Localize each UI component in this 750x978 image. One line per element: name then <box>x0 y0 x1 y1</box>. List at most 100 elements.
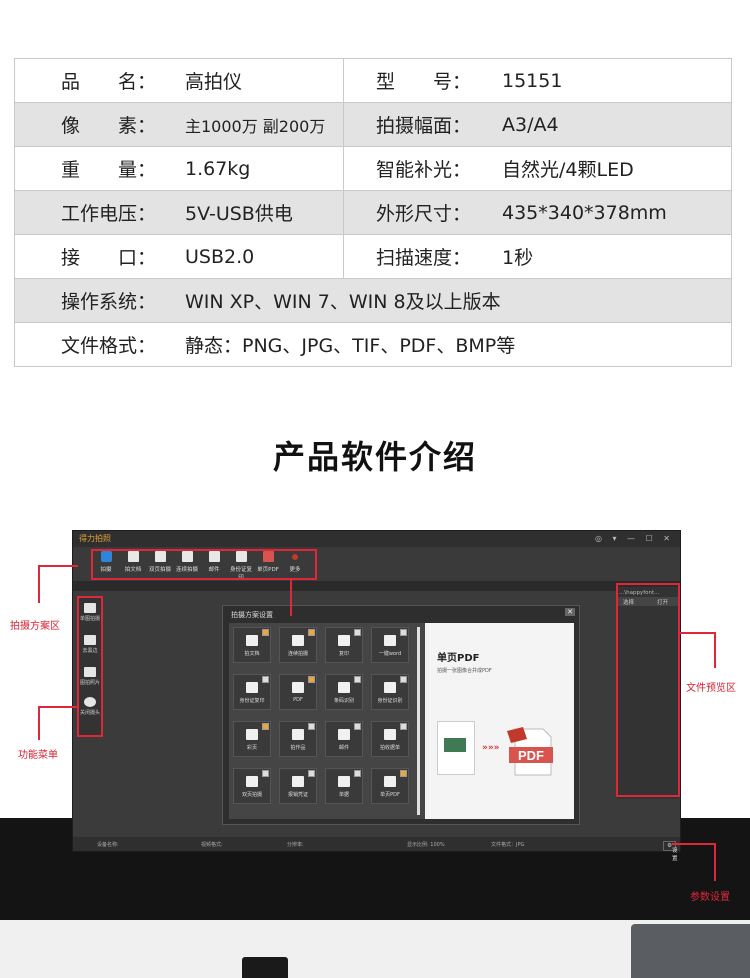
scheme-icon <box>384 776 396 787</box>
checkbox-icon[interactable] <box>354 629 361 636</box>
checkbox-icon[interactable] <box>262 770 269 777</box>
checkbox-icon[interactable] <box>354 723 361 730</box>
spec-cell-right: 扫描速度： 1秒 <box>343 234 732 279</box>
toolbar-double-page-button[interactable]: 双页拍摄 <box>147 551 173 573</box>
scheme-item[interactable]: 复印 <box>325 627 363 663</box>
scheme-item[interactable]: 彩页 <box>233 721 271 757</box>
spec-value: 1.67kg <box>185 157 251 180</box>
scheme-label: 拍收据单 <box>379 745 400 751</box>
capture-area-box <box>91 549 317 580</box>
scheme-label: 报销凭证 <box>287 792 308 798</box>
scheme-label: 连续拍摄 <box>287 651 308 657</box>
scheme-item[interactable]: 双页拍摄 <box>233 768 271 804</box>
toolbar-mail-button[interactable]: 邮件 <box>201 551 227 573</box>
checkbox-icon[interactable] <box>308 723 315 730</box>
spec-key: 重 量： <box>61 159 157 181</box>
spec-cell-wide: 文件格式： 静态：PNG、JPG、TIF、PDF、BMP等 <box>14 322 732 367</box>
capture-scheme-dialog: 拍摄方案设置 ✕ 拍文档 连续拍摄 复印 一键word <box>222 605 580 825</box>
toolbar-continuous-button[interactable]: 连续拍摄 <box>174 551 200 573</box>
spec-key: 型 号： <box>376 71 472 93</box>
spec-cell-right: 拍摄幅面： A3/A4 <box>343 102 732 147</box>
scheme-item[interactable]: 拍作品 <box>279 721 317 757</box>
checkbox-icon[interactable] <box>354 676 361 683</box>
spec-value: 5V-USB供电 <box>185 203 293 225</box>
left-item-photo[interactable]: 图拍照片 <box>78 667 102 686</box>
scheme-icon <box>338 682 350 693</box>
status-resolution: 分辨率: <box>287 842 304 848</box>
close-icon[interactable]: ✕ <box>565 608 575 616</box>
scheme-icon <box>246 729 258 740</box>
scheme-item[interactable]: 邮件 <box>325 721 363 757</box>
scheme-item[interactable]: 报销凭证 <box>279 768 317 804</box>
scheme-item[interactable]: 连续拍摄 <box>279 627 317 663</box>
function-menu-label: 功能菜单 <box>18 750 58 761</box>
params-line-h <box>672 843 716 845</box>
scheme-item[interactable]: 单页PDF <box>371 768 409 804</box>
scheme-icon <box>292 635 304 646</box>
param-settings-label: 参数设置 <box>690 892 730 903</box>
bottom-strip <box>0 920 750 978</box>
preview-desc: 拍摄一张图像合并成PDF <box>437 668 492 674</box>
checkbox-icon[interactable] <box>262 629 269 636</box>
spec-cell-wide: 操作系统： WIN XP、WIN 7、WIN 8及以上版本 <box>14 278 732 323</box>
checkbox-icon[interactable] <box>400 770 407 777</box>
scheme-label: 身份证复印 <box>239 698 265 704</box>
checkbox-icon[interactable] <box>308 770 315 777</box>
checkbox-icon[interactable] <box>308 676 315 683</box>
left-panel: 单图拍摄 去黑边 图拍照片 关闭摄头 <box>77 597 103 737</box>
menu-label-line-v <box>38 706 40 740</box>
spec-row: 像 素： 主1000万 副200万 拍摄幅面： A3/A4 <box>14 102 732 147</box>
document-thumbnail <box>437 721 475 775</box>
spec-cell-right: 智能补光： 自然光/4颗LED <box>343 146 732 191</box>
toolbar-pdf-button[interactable]: 单页PDF <box>255 551 281 573</box>
settings-button[interactable]: ⚙ 设置 <box>663 841 678 862</box>
spec-value: 自然光/4颗LED <box>502 159 634 181</box>
col-select[interactable]: 选择 <box>623 600 635 606</box>
window-controls[interactable]: ◎ ▾ — ☐ ✕ <box>594 534 674 543</box>
document-icon <box>127 551 139 562</box>
more-icon <box>292 554 298 560</box>
spec-value: 静态：PNG、JPG、TIF、PDF、BMP等 <box>185 335 516 357</box>
checkbox-icon[interactable] <box>354 770 361 777</box>
scheme-item[interactable]: 单据 <box>325 768 363 804</box>
section-title: 产品软件介绍 <box>272 438 477 476</box>
left-item-close-camera[interactable]: 关闭摄头 <box>78 697 102 716</box>
toolbar-more-button[interactable]: 更多 <box>282 551 308 573</box>
scheme-label: 双页拍摄 <box>241 792 262 798</box>
capture-area-label: 拍摄方案区 <box>10 621 60 632</box>
spec-key: 外形尺寸： <box>376 203 472 225</box>
scheme-item[interactable]: 身份证复印 <box>233 674 271 710</box>
image-icon <box>84 603 96 613</box>
scheme-item[interactable]: PDF <box>279 674 317 710</box>
checkbox-icon[interactable] <box>400 676 407 683</box>
scheme-item[interactable]: 一键word <box>371 627 409 663</box>
spec-row: 重 量： 1.67kg 智能补光： 自然光/4颗LED <box>14 146 732 191</box>
scheme-item[interactable]: 拍文档 <box>233 627 271 663</box>
checkbox-icon[interactable] <box>400 723 407 730</box>
app-window: 得力拍照 ◎ ▾ — ☐ ✕ 拍摄 拍文档 双页拍摄 连续拍摄 邮件 身份证复印… <box>72 530 681 862</box>
spec-key: 接 口： <box>61 247 157 269</box>
left-item-crop[interactable]: 去黑边 <box>78 635 102 654</box>
spec-value: 主1000万 副200万 <box>185 116 326 136</box>
scheme-item[interactable]: 身份证识别 <box>371 674 409 710</box>
scheme-item[interactable]: 条码识别 <box>325 674 363 710</box>
spec-key: 操作系统： <box>61 291 157 313</box>
capture-label-line-v <box>38 565 40 603</box>
checkbox-icon[interactable] <box>400 629 407 636</box>
toolbar-capture-button[interactable]: 拍摄 <box>93 551 119 573</box>
left-item-single[interactable]: 单图拍摄 <box>78 603 102 622</box>
toolbar-document-button[interactable]: 拍文档 <box>120 551 146 573</box>
scheme-label: 单据 <box>338 792 349 798</box>
stack-icon <box>181 551 193 562</box>
dialog-divider <box>417 627 420 815</box>
scheme-icon <box>292 776 304 787</box>
checkbox-icon[interactable] <box>308 629 315 636</box>
scheme-icon <box>384 635 396 646</box>
checkbox-icon[interactable] <box>262 676 269 683</box>
checkbox-icon[interactable] <box>262 723 269 730</box>
col-open[interactable]: 打开 <box>657 600 669 606</box>
preview-columns: 选择 打开 <box>617 597 679 606</box>
spec-row: 品 名： 高拍仪 型 号： 15151 <box>14 58 732 103</box>
preview-title: 单页PDF <box>437 653 480 664</box>
scheme-item[interactable]: 拍收据单 <box>371 721 409 757</box>
